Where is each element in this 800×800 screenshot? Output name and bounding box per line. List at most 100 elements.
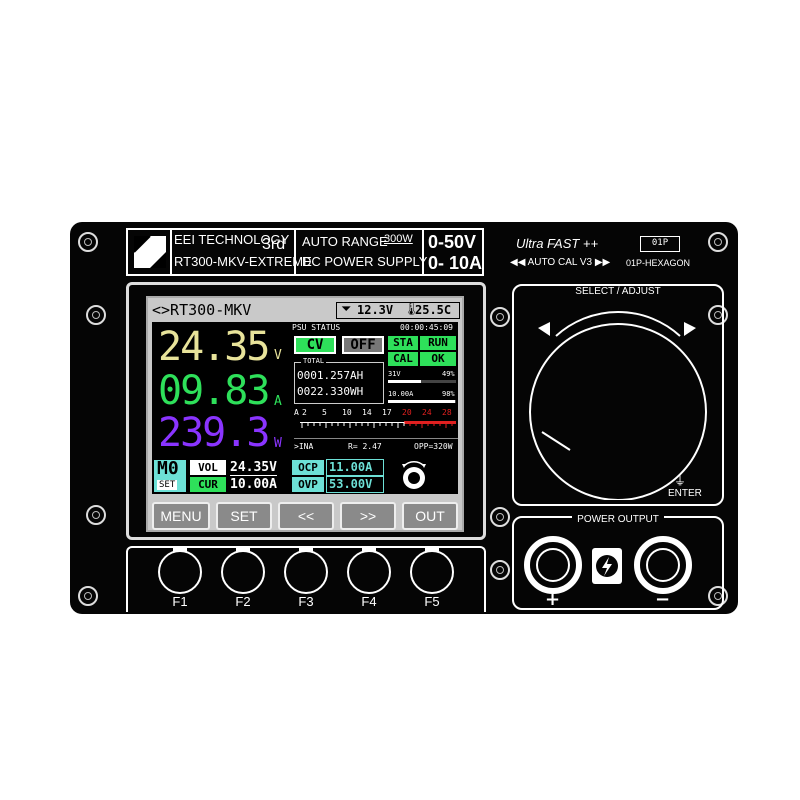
knob-frame (512, 284, 724, 506)
f1-label: F1 (172, 594, 188, 609)
f5-label: F5 (424, 594, 440, 609)
hexagon-label: 01P-HEXAGON (626, 258, 691, 268)
f5-button[interactable] (410, 550, 454, 594)
output-off-badge: OFF (342, 336, 384, 354)
hexagon-badge: 01P (640, 236, 680, 252)
lcd-main-area: 24.35 V 09.83 A 239.3 W PSU STATUS 00:00… (152, 322, 458, 494)
thermometer-icon: 🌡 (403, 302, 420, 317)
mount-hole-icon (490, 507, 510, 527)
mount-hole-icon (86, 505, 106, 525)
scale-red-segment (404, 421, 456, 424)
set-current[interactable]: 10.00A (230, 477, 277, 492)
lightning-icon (592, 548, 622, 584)
f2-label: F2 (235, 594, 251, 609)
softkey-out[interactable]: OUT (402, 502, 458, 530)
hex-badge-text: 01P (651, 238, 669, 248)
enter-label: ENTER (668, 488, 702, 499)
cal-value: OK (420, 352, 456, 366)
psu-status-label: PSU STATUS (292, 323, 341, 332)
select-adjust-knob[interactable] (520, 300, 716, 500)
input-voltage: 12.3V (357, 303, 394, 317)
ovp-value[interactable]: 53.00V (326, 476, 384, 493)
softkey-next[interactable]: >> (340, 502, 396, 530)
power-output-label: POWER OUTPUT (572, 514, 664, 525)
bar1-track (388, 380, 456, 383)
f2-button[interactable] (221, 550, 265, 594)
total-box: TOTAL 0001.257AH 0022.330WH (294, 357, 384, 404)
mount-hole-icon (86, 305, 106, 325)
model-name: RT300-MKV-EXTREME (174, 254, 312, 269)
memory-slot: M0 (157, 458, 179, 479)
mount-hole-icon (490, 307, 510, 327)
plug-icon: ⏷ (341, 302, 352, 317)
scale-unit: A (294, 408, 299, 417)
current-readout: 09.83 (158, 368, 270, 414)
sta-label: STA (388, 336, 418, 350)
memory-set-label: SET (157, 480, 178, 490)
lcd-title-bar: <>RT300-MKV ⏷ 12.3V 🌡 25.5C (152, 301, 460, 321)
bar1-label: 31V (388, 370, 401, 378)
voltage-readout: 24.35 (158, 324, 270, 370)
bar1-pct: 49% (442, 370, 455, 378)
softkey-set[interactable]: SET (216, 502, 272, 530)
bar1-fill (388, 380, 422, 383)
mount-hole-icon (490, 560, 510, 580)
power-readout: 239.3 (158, 410, 270, 456)
cal-label: CAL (388, 352, 418, 366)
scale-baseline (294, 438, 458, 439)
scale-line (300, 422, 456, 423)
lcd-title: <>RT300-MKV (152, 301, 252, 319)
scale-tick-label: 28 (442, 408, 452, 417)
scale-tick-label: 14 (362, 408, 372, 417)
mount-hole-icon (78, 586, 98, 606)
bar2-label: 10.00A (388, 390, 414, 398)
set-voltage[interactable]: 24.35V (230, 460, 277, 476)
total-wh: 0022.330WH (297, 385, 364, 398)
ocp-value[interactable]: 11.00A (326, 459, 384, 476)
f3-button[interactable] (284, 550, 328, 594)
softkey-prev[interactable]: << (278, 502, 334, 530)
lcd-screen: <>RT300-MKV ⏷ 12.3V 🌡 25.5C 24.35 V 09.8… (146, 296, 464, 532)
ina-label: >INA (294, 442, 314, 451)
total-label: TOTAL (301, 357, 327, 365)
f4-button[interactable] (347, 550, 391, 594)
f1-button[interactable] (158, 550, 202, 594)
total-ah: 0001.257AH (297, 369, 364, 382)
ultra-fast-label: Ultra FAST ++ (516, 236, 599, 251)
auto-range-label: AUTO RANGE (302, 234, 388, 249)
positive-terminal[interactable] (524, 536, 582, 594)
current-range: 0- 10A (428, 253, 483, 273)
scale-tick-label: 20 (402, 408, 412, 417)
r-value: R= 2.47 (348, 442, 382, 451)
memory-box[interactable]: M0 SET (154, 458, 186, 492)
current-unit: A (274, 394, 282, 409)
scale-tick-label: 2 (302, 408, 307, 417)
cur-label: CUR (190, 477, 226, 492)
f3-label: F3 (298, 594, 314, 609)
bar2-fill (388, 400, 455, 403)
right-header: Ultra FAST ++ ◀◀ AUTO CAL V3 ▶▶ 01P 01P-… (508, 232, 691, 274)
vol-label: VOL (190, 460, 226, 475)
bar2-pct: 98% (442, 390, 455, 398)
negative-terminal[interactable] (634, 536, 692, 594)
knob-label: SELECT / ADJUST (560, 286, 676, 297)
encoder-indicator-icon (402, 461, 426, 489)
ground-icon: ⏚ (674, 474, 687, 488)
dc-supply-label: DC POWER SUPPLY (302, 254, 428, 269)
voltage-unit: V (274, 348, 282, 363)
mode-cv-badge: CV (294, 336, 336, 354)
brand-logo-icon (134, 236, 166, 268)
input-status-box: ⏷ 12.3V 🌡 25.5C (336, 302, 460, 319)
brand-generation: 3rd (262, 236, 286, 253)
softkey-menu[interactable]: MENU (152, 502, 210, 530)
opp-value: OPP=320W (414, 442, 453, 451)
temperature: 25.5C (415, 303, 452, 317)
mount-hole-icon (708, 232, 728, 252)
positive-label: + (545, 589, 561, 610)
power-unit: W (274, 436, 282, 451)
scale-tick-label: 5 (322, 408, 327, 417)
voltage-range: 0-50V (428, 232, 477, 252)
scale-tick-label: 10 (342, 408, 352, 417)
ovp-label: OVP (292, 477, 324, 492)
